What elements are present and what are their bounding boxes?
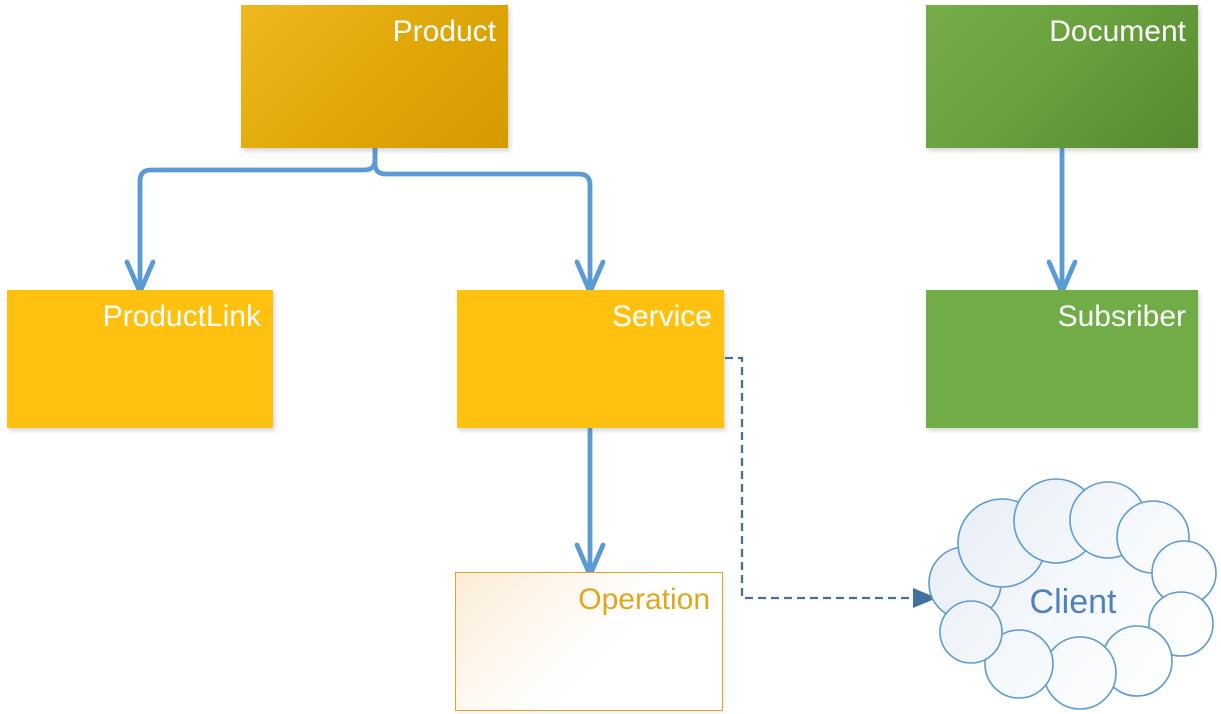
- node-document: Document: [926, 5, 1198, 148]
- arrowhead-open-v: [124, 259, 156, 295]
- node-operation-label: Operation: [578, 583, 710, 616]
- arrow-product-to-service: [372, 143, 606, 295]
- arrowhead-open-v: [574, 542, 606, 578]
- arrow-document-to-subscriber: [1046, 146, 1078, 295]
- node-client-label: Client: [1029, 583, 1117, 621]
- client-cloud-label: Client: [928, 583, 1218, 622]
- node-productlink-label: ProductLink: [102, 300, 261, 333]
- node-subscriber-label: Subsriber: [1057, 300, 1186, 333]
- arrow-service-to-client: [725, 356, 937, 608]
- arrow-product-to-productlink: [124, 143, 378, 295]
- arrowhead-open-v: [574, 259, 606, 295]
- arrow-service-to-operation: [574, 426, 606, 578]
- arrowhead-open-v: [1046, 259, 1078, 295]
- node-operation: Operation: [455, 572, 723, 711]
- node-subscriber: Subsriber: [926, 290, 1198, 428]
- node-service-label: Service: [611, 300, 712, 333]
- node-productlink: ProductLink: [7, 290, 273, 428]
- node-product: Product: [241, 5, 508, 148]
- node-service: Service: [457, 290, 724, 428]
- node-document-label: Document: [1049, 15, 1186, 48]
- node-product-label: Product: [392, 15, 496, 48]
